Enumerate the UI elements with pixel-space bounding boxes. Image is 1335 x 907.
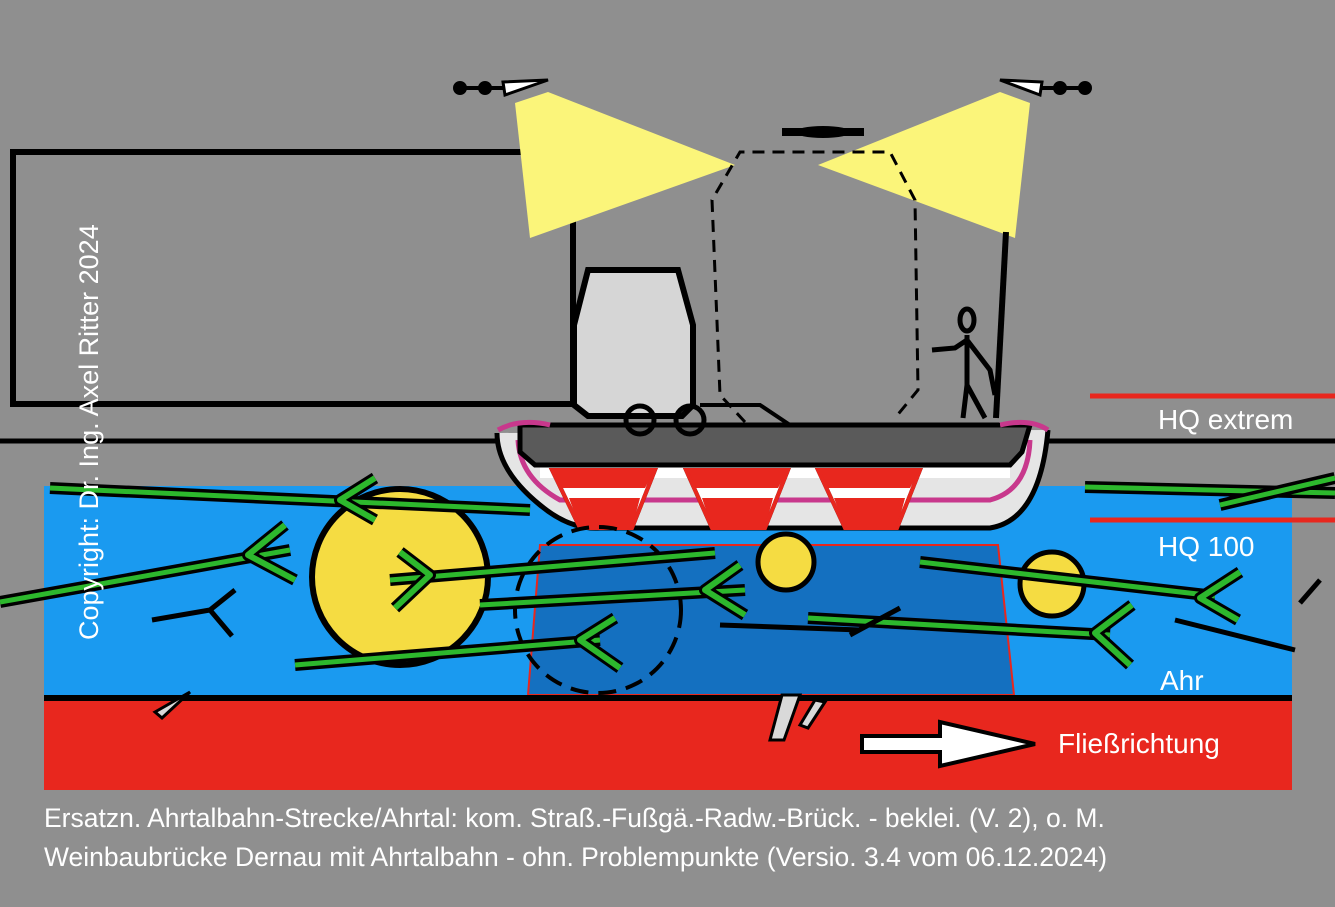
log-3	[389, 547, 716, 613]
log-2	[0, 520, 298, 608]
catenary-pole	[993, 231, 1009, 419]
floodlight-left-lamp	[453, 78, 549, 98]
bridge-deck	[517, 422, 1034, 468]
clearance-profile	[710, 150, 920, 424]
floodlight-left-beam	[515, 92, 735, 238]
hq-extrem-label: HQ extrem	[1158, 404, 1294, 435]
roadway-outline	[700, 403, 1000, 427]
embankment-outline	[10, 149, 576, 407]
log-6	[919, 556, 1244, 626]
catenary-insulator	[782, 126, 864, 138]
hq100-label: HQ 100	[1158, 531, 1255, 562]
pedestrian-figure	[931, 306, 998, 420]
train-car	[571, 267, 707, 437]
floodlight-right-lamp	[999, 78, 1092, 98]
dashed-debris-circle	[513, 525, 683, 695]
flow-arrow-icon	[860, 719, 1036, 769]
log-7	[807, 600, 1136, 670]
log-8	[1084, 472, 1335, 511]
flow-direction-label: Fließrichtung	[1058, 728, 1220, 759]
bridge-cladding-inner	[515, 439, 1033, 503]
ball-mid	[755, 531, 817, 593]
caption-line-1: Ersatzn. Ahrtalbahn-Strecke/Ahrtal: kom.…	[44, 803, 1105, 833]
copyright-text: Copyright: Dr. Ing. Axel Ritter 2024	[74, 224, 104, 640]
log-1	[49, 472, 531, 526]
log-5	[294, 612, 624, 673]
river-label: Ahr	[1160, 665, 1204, 696]
river-bed	[44, 698, 1292, 790]
bridge-edge-curve	[496, 419, 1050, 433]
small-debris	[151, 578, 1322, 742]
bridge-girders	[548, 468, 923, 530]
drift-logs	[0, 472, 1335, 673]
caption-line-2: Weinbaubrücke Dernau mit Ahrtalbahn - oh…	[44, 842, 1108, 872]
floodlight-right-beam	[818, 92, 1030, 238]
log-4	[479, 560, 749, 621]
